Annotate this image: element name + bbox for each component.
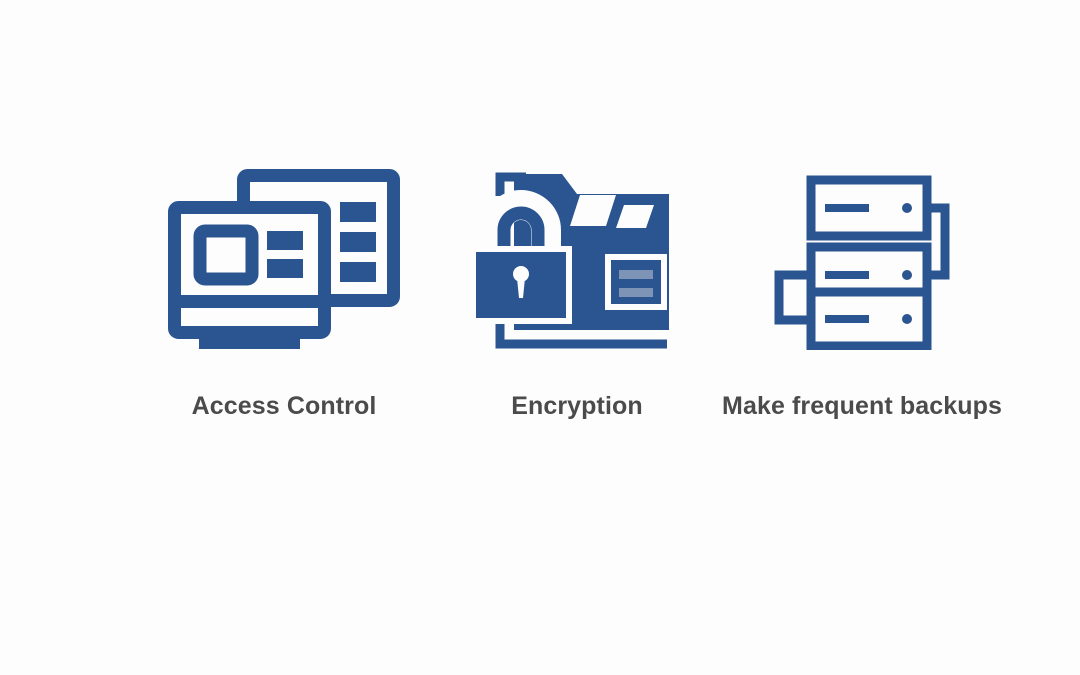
practice-item-encryption[interactable]: Encryption: [462, 160, 692, 419]
server-rack-stack-icon: [774, 175, 950, 350]
locked-folder-icon: [474, 172, 669, 348]
practice-label-encryption: Encryption: [511, 392, 643, 420]
practice-item-backups[interactable]: Make frequent backups: [712, 160, 1012, 419]
folder-file-tabs: [570, 194, 654, 228]
card-detail-bars: [340, 202, 376, 282]
backups-icon-wrap: [769, 160, 955, 360]
practice-item-access-control[interactable]: Access Control: [134, 160, 434, 419]
screen-content: [193, 224, 303, 286]
practice-label-backups: Make frequent backups: [722, 392, 1002, 420]
folder-document-card: [605, 253, 667, 310]
padlock-icon: [474, 189, 572, 324]
server-unit: [806, 287, 932, 350]
practice-label-access-control: Access Control: [191, 392, 377, 420]
encryption-icon-wrap: [474, 160, 680, 360]
monitor-with-user-card-icon: [168, 169, 400, 349]
access-control-icon-wrap: [168, 160, 400, 360]
server-unit: [806, 175, 932, 241]
security-practices-row: Access Control: [0, 160, 1080, 460]
